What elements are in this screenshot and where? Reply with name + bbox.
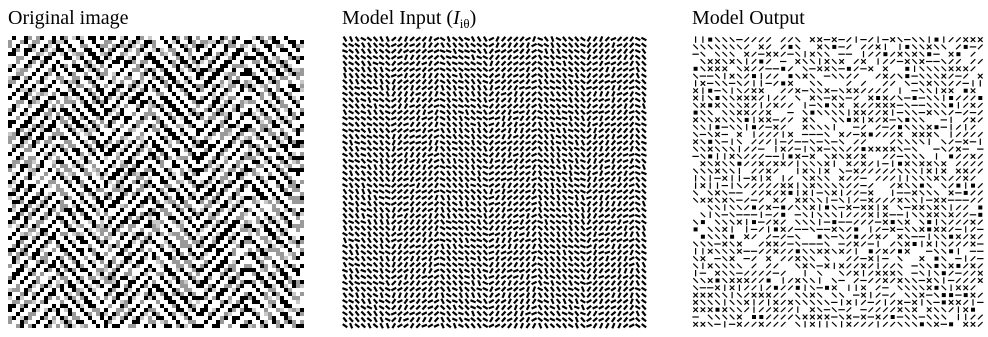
model-output-orientation-field <box>692 36 984 332</box>
model-input-orientation-field <box>342 36 648 332</box>
panel-title-original: Original image <box>8 7 129 29</box>
orientation-glyph-grid <box>342 36 647 329</box>
title-suffix: ) <box>469 7 477 29</box>
panel-title-model-input: Model Input (Iiθ) <box>342 6 476 36</box>
title-variable: I <box>453 7 460 29</box>
output-glyph-grid <box>692 36 984 328</box>
panel-title-model-output: Model Output <box>692 7 805 29</box>
title-prefix: Model Input ( <box>342 7 454 29</box>
title-subscript: iθ <box>459 16 470 31</box>
original-image-texture <box>8 36 304 330</box>
herringbone-texture-image <box>8 36 304 328</box>
